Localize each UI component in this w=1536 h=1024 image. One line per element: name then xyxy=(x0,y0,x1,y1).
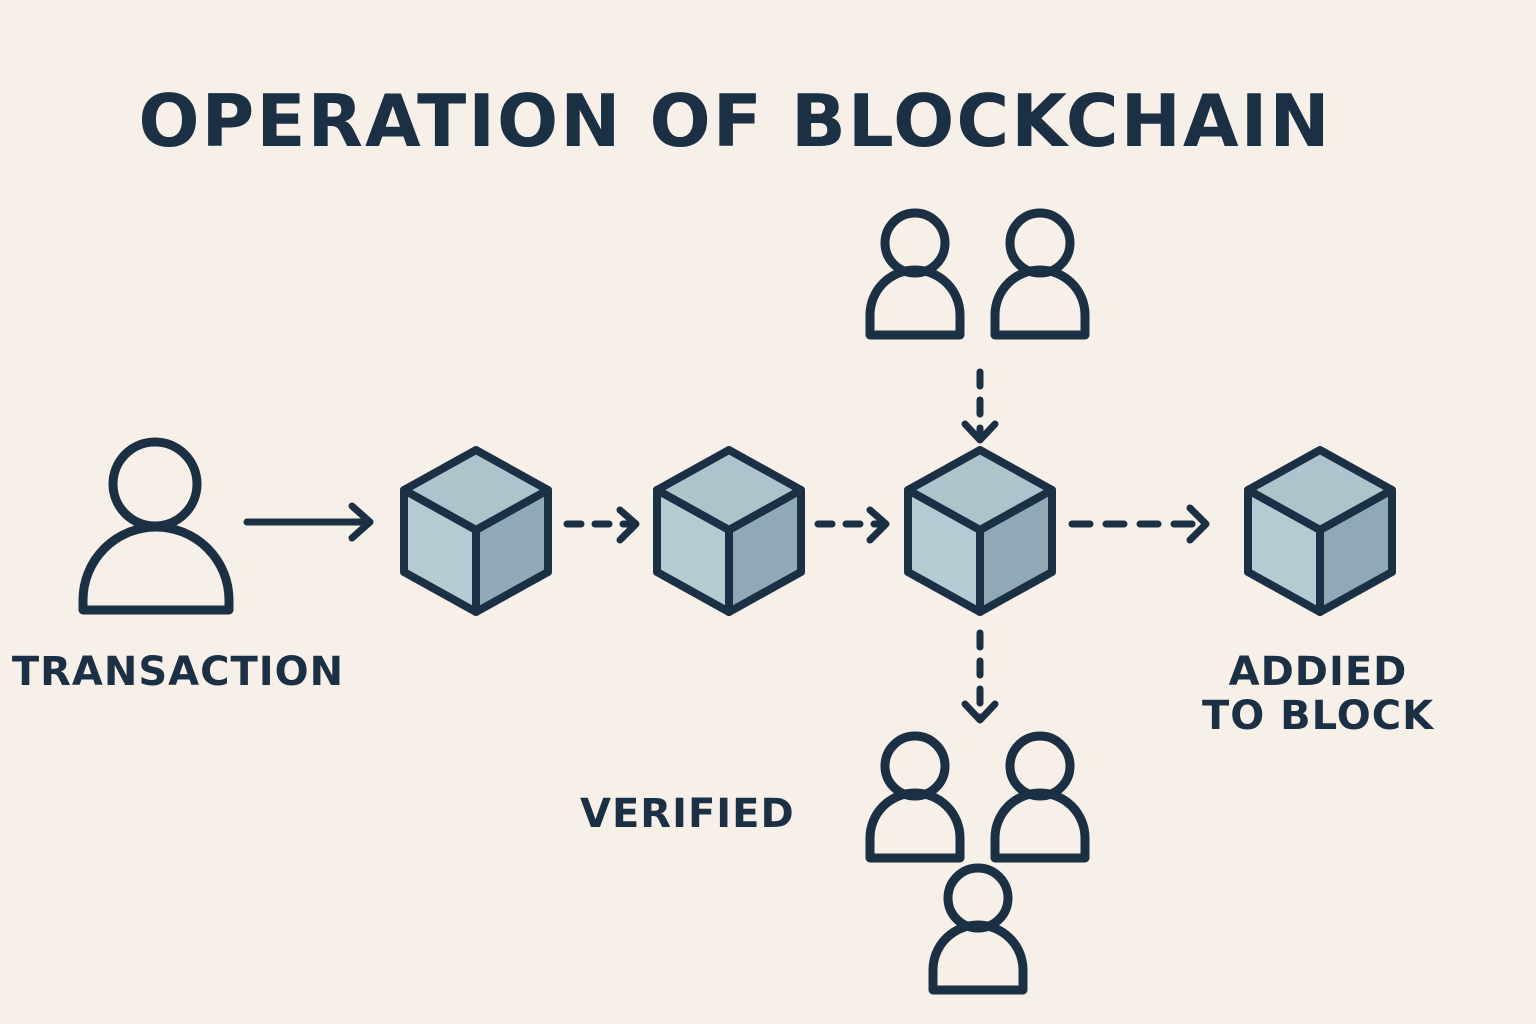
transaction-label: TRANSACTION xyxy=(11,649,345,695)
dashed-arrow-down-icon-bottom xyxy=(961,629,999,724)
transaction-user-icon xyxy=(78,437,234,615)
block-4-cube-icon xyxy=(1248,450,1392,612)
validator-bottom-2-user-icon xyxy=(995,736,1085,858)
dashed-arrow-down-icon-top xyxy=(961,368,999,444)
block-3-cube-icon xyxy=(908,450,1052,612)
dashed-arrow-icon-2 xyxy=(814,506,890,544)
verified-label: VERIFIED xyxy=(580,791,795,837)
validator-bottom-3-user-icon xyxy=(933,868,1023,990)
solid-arrow-icon xyxy=(243,502,374,542)
validator-bottom-1-user-icon xyxy=(870,736,960,858)
validator-top-1-user-icon xyxy=(870,213,960,335)
dashed-arrow-icon-1 xyxy=(563,506,640,544)
added-to-block-label: ADDIED TO BLOCK xyxy=(1200,650,1436,738)
added-label-line-1: ADDIED xyxy=(1228,649,1408,695)
added-label-line-2: TO BLOCK xyxy=(1201,693,1435,739)
dashed-arrow-icon-3 xyxy=(1068,504,1210,544)
validator-top-2-user-icon xyxy=(995,213,1085,335)
page-title: OPERATION OF BLOCKCHAIN xyxy=(138,79,1332,163)
block-1-cube-icon xyxy=(404,450,548,612)
block-2-cube-icon xyxy=(657,450,801,612)
